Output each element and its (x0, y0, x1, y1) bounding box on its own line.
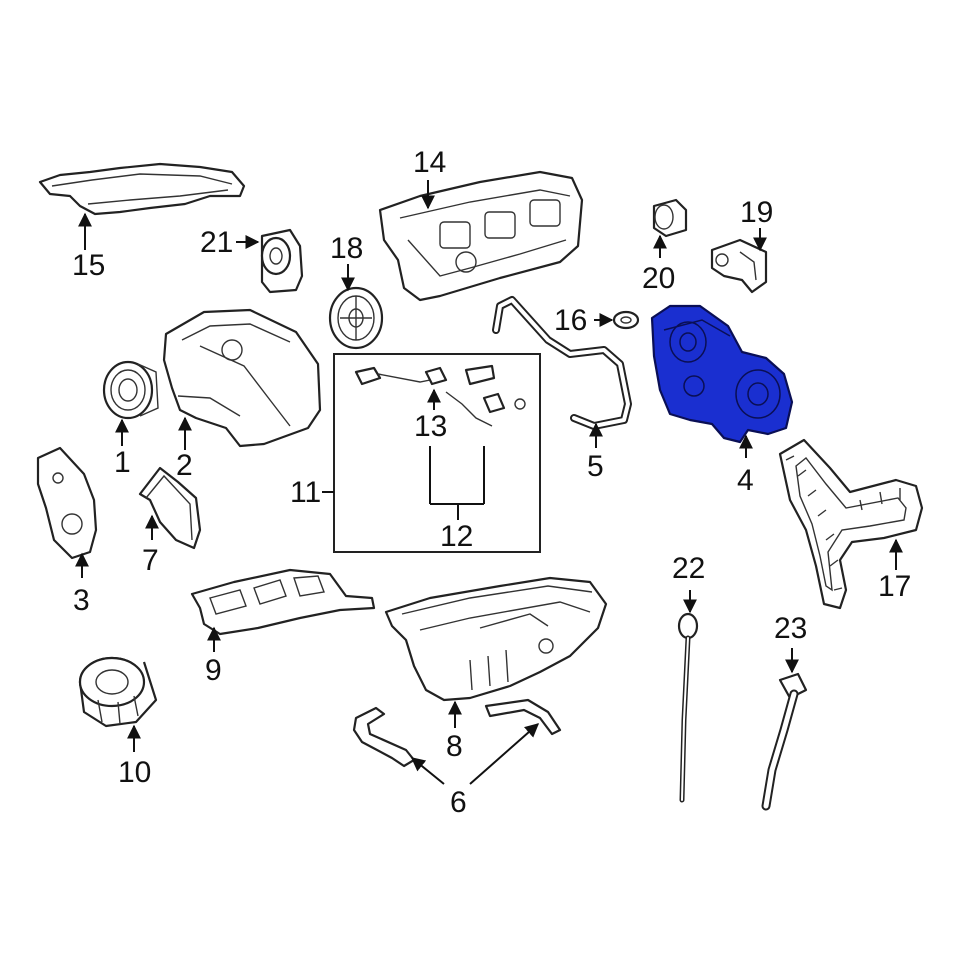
callout-7: 7 (142, 544, 159, 577)
callout-20: 20 (642, 262, 675, 295)
callout-19: 19 (740, 196, 773, 229)
part-21-idler-pulley[interactable] (260, 228, 304, 294)
callout-1: 1 (114, 446, 131, 479)
callout-22: 22 (672, 552, 705, 585)
callout-3: 3 (73, 584, 90, 617)
callout-18: 18 (330, 232, 363, 265)
part-16-seal[interactable] (612, 310, 640, 330)
callout-6: 6 (450, 786, 467, 819)
part-14-cylinder-head-cover[interactable] (378, 170, 584, 302)
part-22-dipstick[interactable] (677, 612, 699, 803)
part-13-wire-harness[interactable] (354, 364, 526, 427)
callout-4: 4 (737, 464, 754, 497)
part-20-seal[interactable] (652, 198, 688, 238)
callout-23: 23 (774, 612, 807, 645)
part-1-crank-pulley[interactable] (102, 360, 159, 420)
part-15-valve-cover-gasket[interactable] (38, 162, 246, 216)
callout-12: 12 (440, 520, 473, 553)
callout-13: 13 (414, 410, 447, 443)
callout-9: 9 (205, 654, 222, 687)
part-10-oil-filter[interactable] (78, 656, 158, 728)
callout-15: 15 (72, 249, 105, 282)
callout-14: 14 (413, 146, 446, 179)
part-6-reinforcement-left[interactable] (352, 706, 416, 768)
part-19-sensor[interactable] (710, 238, 768, 294)
part-4-timing-cover[interactable] (650, 304, 794, 444)
part-23-dipstick-tube[interactable] (761, 672, 808, 811)
part-5-tube[interactable] (492, 296, 632, 430)
part-8-oil-pan[interactable] (384, 576, 608, 702)
callout-16: 16 (554, 304, 587, 337)
part-7-gasket[interactable] (138, 466, 202, 550)
inset-box-11 (333, 353, 541, 553)
callout-17: 17 (878, 570, 911, 603)
part-6-reinforcement-right[interactable] (484, 698, 562, 736)
callout-2: 2 (176, 449, 193, 482)
callout-21: 21 (200, 226, 233, 259)
part-17-timing-belt[interactable] (778, 438, 924, 610)
callout-10: 10 (118, 756, 151, 789)
callout-11: 11 (290, 476, 321, 509)
part-9-baffle-plate[interactable] (190, 568, 376, 636)
part-3-bracket[interactable] (36, 446, 98, 560)
callout-8: 8 (446, 730, 463, 763)
part-2-housing[interactable] (162, 308, 322, 448)
callout-5: 5 (587, 450, 604, 483)
part-18-camshaft-sprocket[interactable] (328, 286, 384, 350)
